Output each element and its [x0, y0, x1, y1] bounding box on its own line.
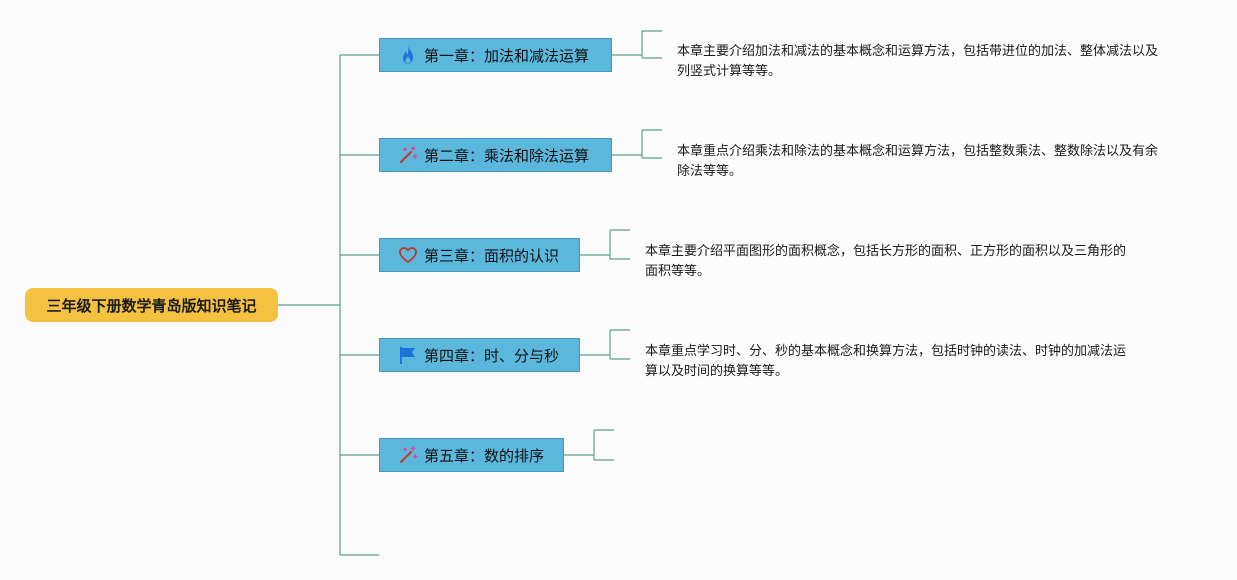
root-topic[interactable]: 三年级下册数学青岛版知识笔记 — [25, 288, 278, 322]
chapter-3-description: 本章主要介绍平面图形的面积概念，包括长方形的面积、正方形的面积以及三角形的面积等… — [645, 244, 1127, 279]
magic-wand-icon — [398, 145, 418, 165]
chapter-1-title: 第一章：加法和减法运算 — [424, 46, 590, 65]
magic-wand-icon — [398, 445, 418, 465]
chapter-4-title: 第四章：时、分与秒 — [424, 346, 560, 365]
root-topic-label: 三年级下册数学青岛版知识笔记 — [46, 296, 257, 315]
heart-icon — [398, 245, 418, 265]
chapter-1-description: 本章主要介绍加法和减法的基本概念和运算方法，包括带进位的加法、整体减法以及列竖式… — [677, 44, 1159, 79]
chapter-3-topic[interactable]: 第三章：面积的认识 — [379, 238, 580, 272]
chapter-2-topic[interactable]: 第二章：乘法和除法运算 — [379, 138, 612, 172]
chapter-5-title: 第五章：数的排序 — [424, 446, 545, 465]
chapter-4-description: 本章重点学习时、分、秒的基本概念和换算方法，包括时钟的读法、时钟的加减法运算以及… — [645, 344, 1127, 379]
chapter-3-title: 第三章：面积的认识 — [424, 246, 560, 265]
flame-icon — [398, 45, 418, 65]
chapter-2-description: 本章重点介绍乘法和除法的基本概念和运算方法，包括整数乘法、整数除法以及有余除法等… — [677, 144, 1159, 179]
chapter-1-topic[interactable]: 第一章：加法和减法运算 — [379, 38, 612, 72]
chapter-4-topic[interactable]: 第四章：时、分与秒 — [379, 338, 580, 372]
chapter-5-topic[interactable]: 第五章：数的排序 — [379, 438, 564, 472]
flag-icon — [398, 345, 418, 365]
chapter-2-title: 第二章：乘法和除法运算 — [424, 146, 590, 165]
